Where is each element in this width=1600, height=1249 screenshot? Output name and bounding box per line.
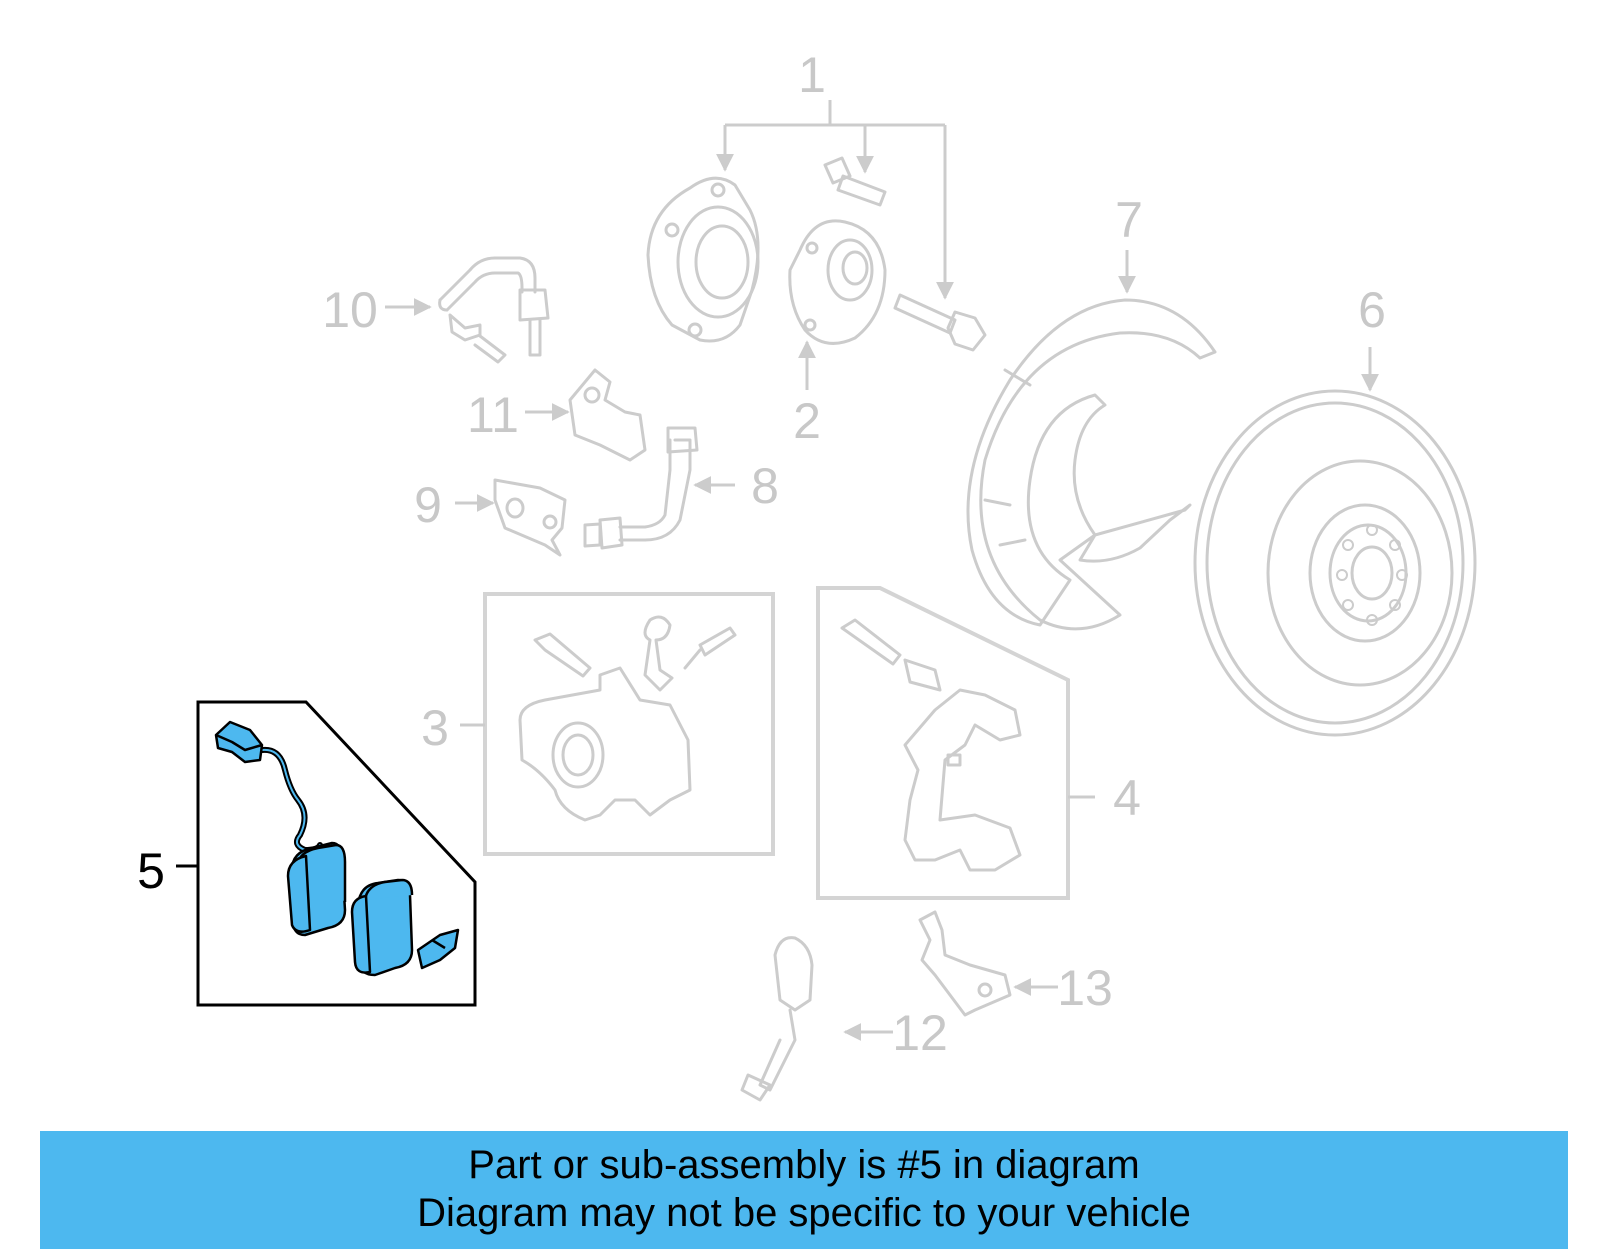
callout-6: 6 bbox=[1358, 282, 1386, 338]
banner-line-2: Diagram may not be specific to your vehi… bbox=[417, 1191, 1191, 1235]
brake-pad-outer bbox=[350, 878, 414, 977]
bracket-9-ghost bbox=[493, 478, 567, 557]
anti-rattle-clip bbox=[416, 928, 460, 970]
info-banner: Part or sub-assembly is #5 in diagram Di… bbox=[40, 1131, 1568, 1249]
callout-8: 8 bbox=[751, 458, 779, 514]
callout-9: 9 bbox=[414, 477, 442, 533]
brake-hose-ghost bbox=[583, 426, 699, 550]
wheel-hub-ghost bbox=[788, 219, 887, 345]
hub-bolt-ghost bbox=[823, 156, 887, 207]
bracket-13-ghost bbox=[918, 910, 1012, 1017]
callout-10: 10 bbox=[322, 282, 378, 338]
callout-5: 5 bbox=[137, 843, 165, 899]
brake-line-ghost bbox=[438, 256, 550, 364]
callout-11: 11 bbox=[467, 387, 519, 443]
brake-rotor-ghost bbox=[1193, 389, 1477, 737]
callout-2: 2 bbox=[793, 393, 821, 449]
panel-3 bbox=[483, 592, 775, 856]
splash-shield-ghost bbox=[966, 298, 1217, 631]
panel-4 bbox=[816, 586, 1070, 900]
hub-bearing-ghost bbox=[646, 176, 760, 343]
caliper-ghost bbox=[518, 615, 737, 822]
abs-sensor-ghost bbox=[740, 936, 814, 1102]
callout-1-group: 1 bbox=[716, 47, 954, 300]
brake-pad-inner bbox=[286, 841, 347, 937]
banner-line-1: Part or sub-assembly is #5 in diagram bbox=[468, 1143, 1140, 1187]
callout-12: 12 bbox=[892, 1005, 948, 1061]
callout-3: 3 bbox=[421, 700, 449, 756]
callout-7: 7 bbox=[1115, 192, 1143, 248]
callout-13: 13 bbox=[1057, 960, 1113, 1016]
axle-bolt-ghost bbox=[893, 293, 987, 352]
callout-1: 1 bbox=[798, 47, 826, 103]
bracket-11-ghost bbox=[568, 368, 647, 462]
wear-sensor-connector bbox=[214, 720, 264, 764]
callout-4: 4 bbox=[1113, 770, 1141, 826]
carrier-ghost bbox=[840, 618, 1022, 872]
